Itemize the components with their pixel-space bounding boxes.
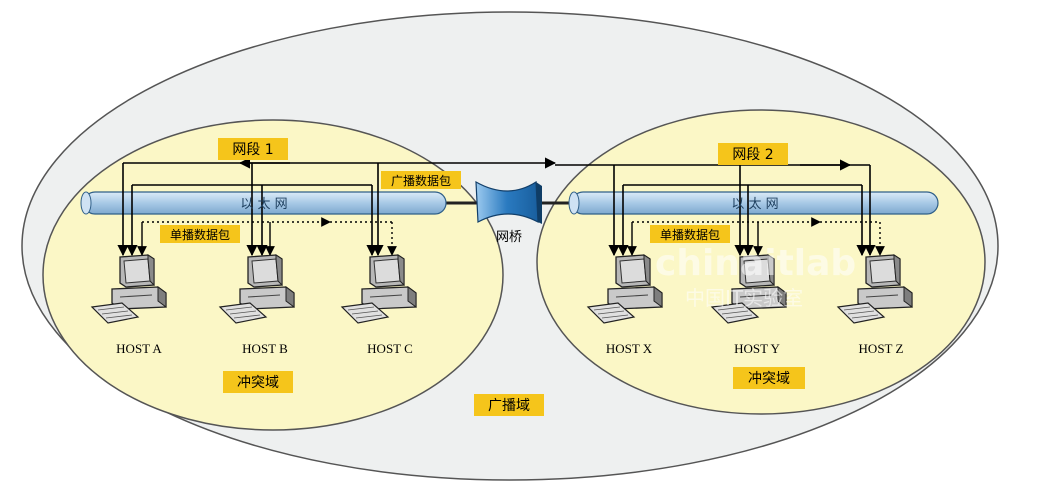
collision-domain-right-label: 冲突域 [748, 371, 790, 387]
broadcast-packet-label: 广播数据包 [391, 173, 451, 188]
unicast-packet-left-label-box [160, 225, 240, 243]
broadcast-domain-label: 广播域 [488, 398, 530, 414]
host-z-label: HOST Z [859, 341, 904, 356]
ethernet-cable-right [568, 191, 939, 215]
bridge-device [475, 180, 542, 224]
broadcast-arrows [117, 157, 876, 257]
host-b-label: HOST B [242, 341, 288, 356]
unicast-packet-right-label-box [650, 225, 730, 243]
watermark-logo: chinaitlab [655, 243, 856, 284]
unicast-packet-right-label: 单播数据包 [660, 227, 720, 242]
collision-domain-left-label: 冲突域 [237, 375, 279, 391]
segment-2-label-box [718, 143, 788, 165]
segment-2-label: 网段 2 [732, 147, 773, 163]
ethernet-right-label: 以 太 网 [731, 197, 778, 212]
host-x-label: HOST X [606, 341, 653, 356]
host-a-label: HOST A [116, 341, 162, 356]
watermark-subtext: 中国IT实验室 [685, 286, 803, 310]
unicast-packet-left-label: 单播数据包 [170, 227, 230, 242]
unicast-arrows [137, 217, 885, 256]
host-c-label: HOST C [367, 341, 413, 356]
segment-1-label-box [218, 138, 288, 160]
broadcast-domain-label-box [474, 394, 544, 416]
broadcast-packet-label-box [381, 171, 461, 189]
ethernet-cable-left [80, 191, 447, 215]
collision-domain-right-label-box [733, 367, 805, 389]
segment-1-label: 网段 1 [232, 142, 273, 158]
ethernet-left-label: 以 太 网 [240, 197, 287, 212]
collision-domain-left-label-box [223, 371, 293, 393]
host-y-label: HOST Y [734, 341, 780, 356]
bridge-label: 网桥 [496, 230, 522, 245]
